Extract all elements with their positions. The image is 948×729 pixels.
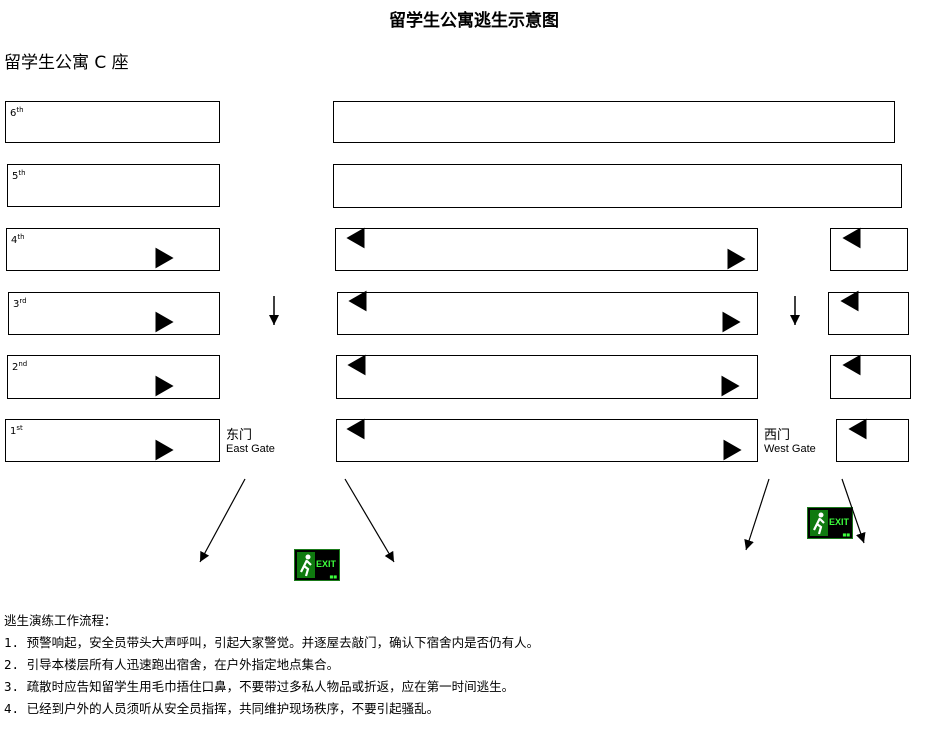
floor-4-left-box: 4th xyxy=(6,228,220,271)
floor-3-right-box xyxy=(828,292,909,335)
floor-5-middle-box xyxy=(333,164,902,208)
procedure-heading: 逃生演练工作流程： xyxy=(4,613,117,628)
floor-1-middle-box xyxy=(336,419,758,462)
west-gate-label: 西门 West Gate xyxy=(764,424,816,455)
floor-label-3: 3rd xyxy=(13,297,27,310)
procedure-step: 2. 引导本楼层所有人迅速跑出宿舍，在户外指定地点集合。 xyxy=(4,657,340,672)
floor-label-2: 2nd xyxy=(12,360,28,373)
exit-sign-east: EXIT ■■ xyxy=(294,549,340,581)
floor-label-6: 6th xyxy=(10,106,24,119)
running-man-icon xyxy=(810,510,828,536)
floor-5-left-box: 5th xyxy=(7,164,220,207)
building-subtitle: 留学生公寓 C 座 xyxy=(4,53,129,73)
procedure-step: 4. 已经到户外的人员须听从安全员指挥，共同维护现场秩序，不要引起骚乱。 xyxy=(4,701,440,716)
floor-6-middle-box xyxy=(333,101,895,143)
floor-1-left-box: 1st xyxy=(5,419,220,462)
floor-label-5: 5th xyxy=(12,169,26,182)
procedure-step: 1. 预警响起，安全员带头大声呼叫，引起大家警觉。并逐屋去敲门，确认下宿舍内是否… xyxy=(4,635,540,650)
floor-1-right-box xyxy=(836,419,909,462)
west-gate-cn: 西门 xyxy=(764,428,791,443)
exit-mini-mark-east: ■■ xyxy=(329,574,337,579)
diagonal-arrow-icon xyxy=(199,478,246,563)
page-title: 留学生公寓逃生示意图 xyxy=(389,11,559,31)
floor-label-1: 1st xyxy=(10,424,23,437)
diagonal-arrow-icon xyxy=(744,478,770,551)
procedure-step: 3. 疏散时应告知留学生用毛巾捂住口鼻，不要带过多私人物品或折返，应在第一时间逃… xyxy=(4,679,515,694)
floor-2-right-box xyxy=(830,355,911,399)
floor-3-left-box: 3rd xyxy=(8,292,220,335)
east-gate-label: 东门 East Gate xyxy=(226,424,275,455)
floor-6-left-box: 6th xyxy=(5,101,220,143)
east-gate-cn: 东门 xyxy=(226,428,253,443)
west-gate-en: West Gate xyxy=(764,443,816,455)
running-man-icon xyxy=(297,552,315,578)
floor-3-middle-box xyxy=(337,292,758,335)
east-gate-en: East Gate xyxy=(226,443,275,455)
procedure-section: 逃生演练工作流程： 1. 预警响起，安全员带头大声呼叫，引起大家警觉。并逐屋去敲… xyxy=(4,610,539,720)
diagonal-arrow-icon xyxy=(344,478,395,563)
floor-2-left-box: 2nd xyxy=(7,355,220,399)
floor-4-middle-box xyxy=(335,228,758,271)
floor-2-middle-box xyxy=(336,355,758,399)
exit-text-west: EXIT xyxy=(828,517,849,527)
exit-mini-mark-west: ■■ xyxy=(842,532,850,537)
floor-label-4: 4th xyxy=(11,233,25,246)
exit-sign-west: EXIT ■■ xyxy=(807,507,853,539)
floor-4-right-box xyxy=(830,228,908,271)
exit-text-east: EXIT xyxy=(315,559,336,569)
